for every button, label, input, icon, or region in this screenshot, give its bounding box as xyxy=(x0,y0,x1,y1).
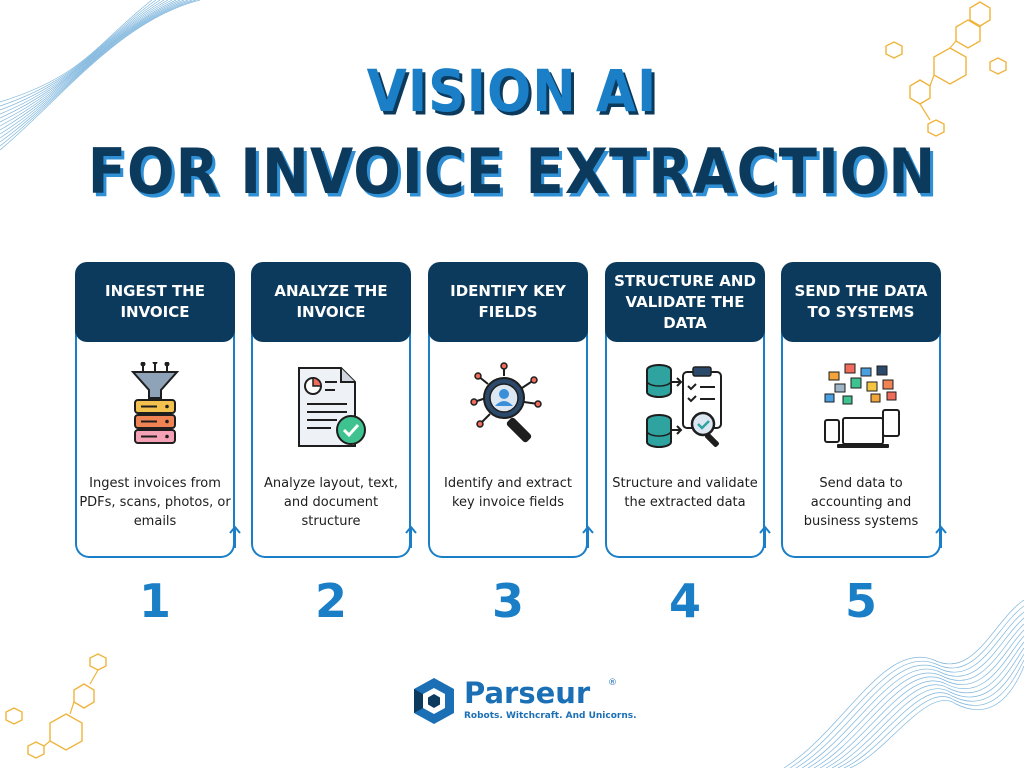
step-description: Send data to accounting and business sys… xyxy=(803,476,919,529)
step-title: STRUCTURE AND VALIDATE THE DATA xyxy=(605,262,765,342)
step-title: SEND THE DATA TO SYSTEMS xyxy=(781,262,941,342)
step-card-border xyxy=(605,302,765,558)
arrow-up-icon xyxy=(582,525,594,548)
parseur-logo: Parseur ® Robots. Witchcraft. And Unicor… xyxy=(412,676,637,726)
parseur-logo-icon xyxy=(414,678,454,724)
wave-pattern-bottom-right xyxy=(784,600,1024,768)
arrow-up-icon xyxy=(935,525,947,548)
hexagon-pattern-bottom-left xyxy=(5,653,107,759)
step-card-1: INGEST THE INVOICE Ingest invoices from … xyxy=(75,262,241,558)
arrow-up-icon xyxy=(759,525,771,548)
step-description: Analyze layout, text, and document struc… xyxy=(264,476,398,529)
step-title: IDENTIFY KEY FIELDS xyxy=(428,262,588,342)
title-line-2: FOR INVOICE EXTRACTION xyxy=(87,136,937,209)
brand-name: Parseur xyxy=(464,676,591,710)
step-description: Ingest invoices from PDFs, scans, photos… xyxy=(79,476,231,529)
hexagon-pattern-top-right xyxy=(885,1,1007,137)
arrow-up-icon xyxy=(229,525,241,548)
step-description: Structure and validate the extracted dat… xyxy=(612,476,758,510)
step-card-border xyxy=(75,302,235,558)
magnifier-user-icon xyxy=(470,362,542,443)
step-number-2: 2 xyxy=(314,574,347,628)
step-card-5: SEND THE DATA TO SYSTEMS Send data to ac… xyxy=(781,262,947,558)
step-title: ANALYZE THE INVOICE xyxy=(251,262,411,342)
wave-pattern-top-left xyxy=(0,0,201,151)
devices-apps-icon xyxy=(824,363,900,448)
step-card-3: IDENTIFY KEY FIELDS Identify and extract… xyxy=(428,262,594,558)
step-number-4: 4 xyxy=(668,574,701,628)
database-clipboard-icon xyxy=(646,364,722,448)
step-title: INGEST THE INVOICE xyxy=(75,262,235,342)
step-number-5: 5 xyxy=(844,574,877,628)
arrow-up-icon xyxy=(405,525,417,548)
registered-mark: ® xyxy=(608,678,617,688)
step-number-3: 3 xyxy=(491,574,524,628)
title-line-1: VISION AI xyxy=(366,58,658,126)
step-card-border xyxy=(428,302,588,558)
funnel-server-icon xyxy=(130,362,180,444)
step-card-4: STRUCTURE AND VALIDATE THE DATA Structur… xyxy=(605,262,771,558)
step-card-2: ANALYZE THE INVOICE Analyze layout, text… xyxy=(251,262,417,558)
step-number-1: 1 xyxy=(138,574,171,628)
step-card-border xyxy=(781,302,941,558)
step-card-border xyxy=(251,302,411,558)
document-check-icon xyxy=(298,367,366,447)
step-description: Identify and extract key invoice fields xyxy=(444,476,572,510)
brand-tagline: Robots. Witchcraft. And Unicorns. xyxy=(464,711,637,721)
